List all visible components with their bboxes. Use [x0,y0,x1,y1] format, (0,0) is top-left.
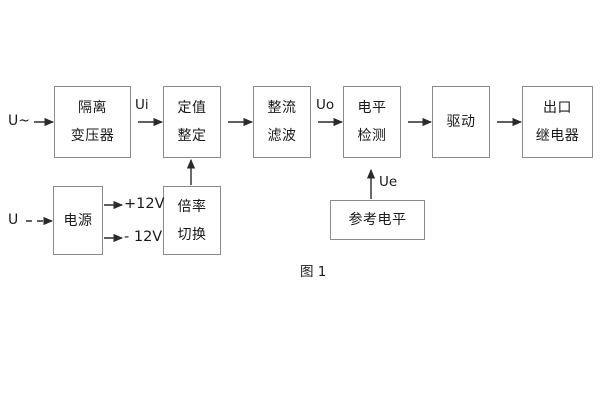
label-signal-ui: Ui [135,97,149,113]
label-signal-uo: Uo [316,97,335,113]
label-input-dc: U [8,212,19,228]
block-label-line: 整流 [267,100,297,116]
block-label-line: 继电器 [535,128,580,144]
block-label-line: 电源 [63,212,93,229]
block-label-line: 隔离 [78,100,107,116]
block-reference-level[interactable]: 参考电平 [330,200,425,240]
block-label-line: 电平 [357,100,387,116]
label-rail-negative: - 12V [124,229,163,245]
block-isolation-transformer[interactable]: 隔离 变压器 [54,86,131,158]
block-label-line: 定值 [177,100,207,116]
block-rectifier-filter[interactable]: 整流 滤波 [253,86,311,158]
block-label-line: 出口 [543,100,572,116]
figure-caption: 图 1 [300,264,327,280]
block-label-line: 滤波 [267,128,297,144]
block-label-line: 变压器 [70,128,115,144]
block-driver[interactable]: 驱动 [432,86,490,158]
block-power-supply[interactable]: 电源 [53,186,103,255]
block-label-line: 倍率 [177,198,207,215]
block-setting-value[interactable]: 定值 整定 [163,86,221,158]
block-multiplier-switch[interactable]: 倍率 切换 [163,186,221,255]
block-label-line: 整定 [177,128,207,144]
block-label-line: 参考电平 [348,212,407,228]
block-label-line: 检测 [357,128,387,144]
block-label-line: 驱动 [446,114,476,130]
label-input-ac: U~ [8,113,30,129]
block-label-line: 切换 [177,226,207,243]
block-output-relay[interactable]: 出口 继电器 [522,86,593,158]
label-signal-ue: Ue [379,174,398,190]
label-rail-positive: +12V [124,196,165,212]
block-level-detection[interactable]: 电平 检测 [343,86,401,158]
